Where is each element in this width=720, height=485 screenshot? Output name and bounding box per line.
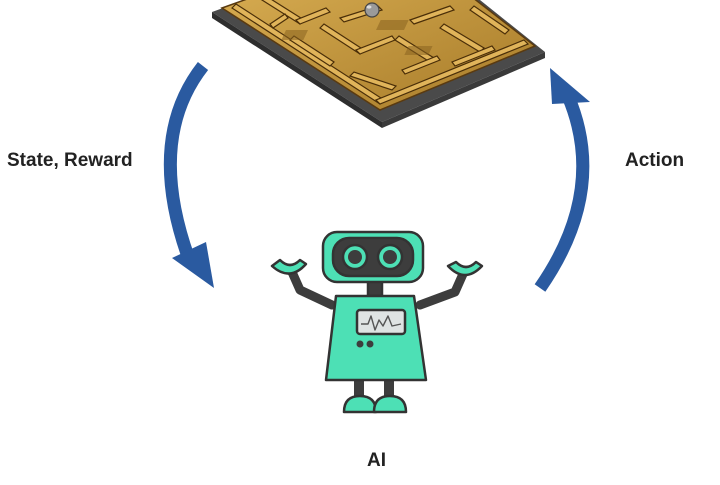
maze-board-icon: [212, 0, 545, 128]
state-reward-label: State, Reward: [7, 150, 133, 171]
ai-label: AI: [367, 450, 386, 471]
curved-arrow-up-icon: [534, 68, 590, 292]
robot-icon: [270, 230, 484, 414]
action-label: Action: [625, 150, 685, 171]
curved-arrow-down-icon: [163, 61, 214, 288]
